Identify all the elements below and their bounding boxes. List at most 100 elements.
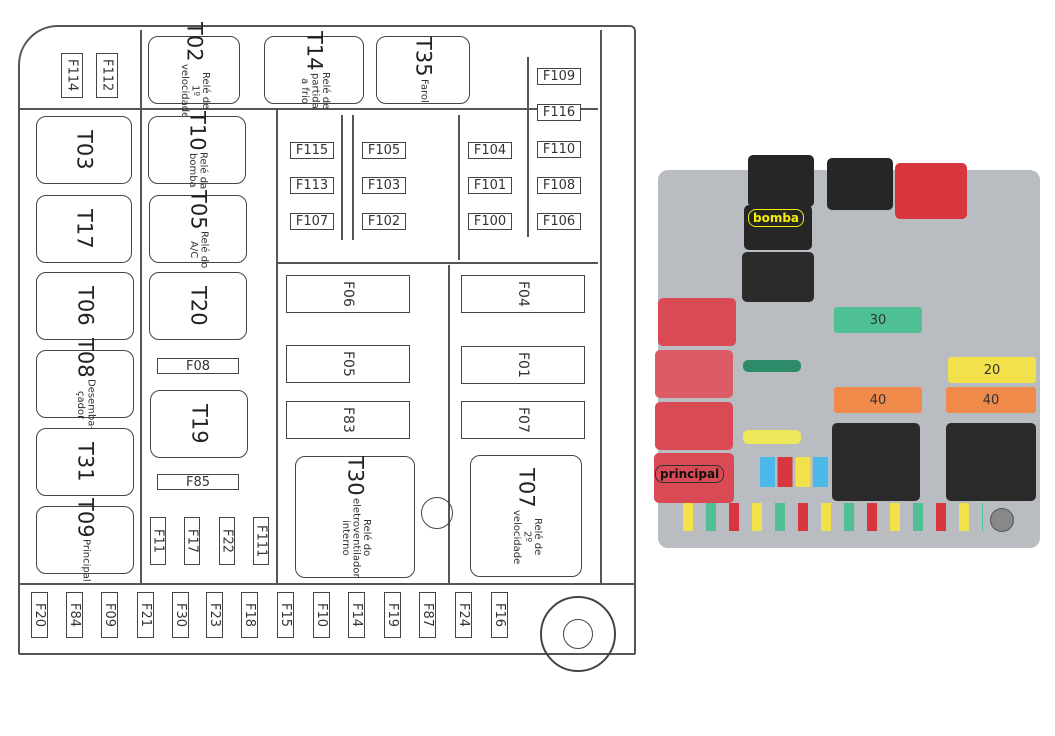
relay-id: T03	[72, 130, 97, 170]
fuse-f16: F16	[491, 592, 508, 638]
photo-mini-fuses	[760, 457, 828, 487]
relay-id: T06	[73, 286, 98, 326]
fuse-box-diagram-outline	[18, 25, 636, 655]
relay-id: T10	[185, 110, 210, 151]
fuse-f10: F10	[313, 592, 330, 638]
fuse-f101: F101	[468, 177, 512, 194]
fuse-f104: F104	[468, 142, 512, 159]
relay-id: T08	[73, 337, 98, 378]
relay-id: T20	[186, 286, 211, 326]
photo-bolt	[990, 508, 1014, 532]
photo-relay	[655, 350, 733, 398]
fuse-f83: F83	[286, 401, 410, 439]
fuse-f08: F08	[157, 358, 239, 374]
relay-id: T07	[514, 468, 539, 508]
photo-relay	[827, 158, 893, 210]
fuse-label: F05	[340, 351, 356, 377]
divider	[18, 108, 598, 110]
fuse-f17: F17	[184, 517, 200, 565]
fuse-f07: F07	[461, 401, 585, 439]
fuse-f112: F112	[96, 53, 118, 98]
relay-t03: T03	[36, 116, 132, 184]
fuse-label: F06	[340, 281, 356, 307]
fuse-f15: F15	[277, 592, 294, 638]
photo-relay	[895, 163, 967, 219]
divider	[352, 115, 354, 240]
relay-t31: T31	[36, 428, 134, 496]
mounting-bolt	[563, 619, 593, 649]
photo-relay	[658, 298, 736, 346]
relay-id: T19	[187, 404, 212, 444]
fuse-label: F07	[515, 407, 531, 433]
photo-maxi-fuse-20: 20	[948, 357, 1036, 383]
relay-t17: T17	[36, 195, 132, 263]
fuse-f103: F103	[362, 177, 406, 194]
fuse-f109: F109	[537, 68, 581, 85]
fuse-f105: F105	[362, 142, 406, 159]
fuse-f113: F113	[290, 177, 334, 194]
fuse-f87: F87	[419, 592, 436, 638]
photo-relay	[832, 423, 920, 501]
photo-maxi-fuse-30: 30	[834, 307, 922, 333]
photo-maxi-fuse-40: 40	[946, 387, 1036, 413]
relay-id: T35	[411, 37, 436, 77]
relay-id: T09	[73, 497, 98, 538]
fuse-f19: F19	[384, 592, 401, 638]
principal-label: principal	[655, 465, 725, 483]
relay-description: Relé do A/C	[188, 231, 210, 269]
relay-description: Desemba- çador	[75, 379, 97, 431]
relay-id: T05	[186, 189, 211, 230]
divider	[527, 57, 529, 237]
fuse-f21: F21	[137, 592, 154, 638]
relay-t19: T19	[150, 390, 248, 458]
fuse-f01: F01	[461, 346, 585, 384]
mounting-bolt-ring	[540, 596, 616, 672]
fuse-f06: F06	[286, 275, 410, 313]
photo-relay	[742, 252, 814, 302]
divider	[448, 265, 450, 585]
divider	[458, 115, 460, 260]
photo-relay	[748, 155, 814, 207]
fuse-f85: F85	[157, 474, 239, 490]
relay-id: T14	[302, 30, 327, 71]
fuse-f108: F108	[537, 177, 581, 194]
fuse-f18: F18	[241, 592, 258, 638]
divider	[18, 583, 636, 585]
fuse-f05: F05	[286, 345, 410, 383]
relay-id: T17	[72, 209, 97, 249]
fuse-label: F04	[515, 281, 531, 307]
fuse-f14: F14	[348, 592, 365, 638]
fuse-f84: F84	[66, 592, 83, 638]
photo-relay	[655, 402, 733, 450]
divider	[140, 30, 142, 585]
photo-maxi-fuse-40: 40	[834, 387, 922, 413]
fuse-f100: F100	[468, 213, 512, 230]
fuse-label: F83	[340, 407, 356, 433]
fuse-f102: F102	[362, 213, 406, 230]
relay-description: Farol	[418, 78, 430, 103]
fuse-f23: F23	[206, 592, 223, 638]
relay-description: Relé de partida a frio	[298, 72, 331, 110]
fuse-f107: F107	[290, 213, 334, 230]
fuse-f30: F30	[172, 592, 189, 638]
photo-fuse	[743, 430, 801, 444]
relay-id: T02	[182, 22, 207, 62]
relay-description: Relé de 2º velocidade	[510, 509, 543, 564]
fuse-f20: F20	[31, 592, 48, 638]
fuse-f24: F24	[455, 592, 472, 638]
divider	[276, 110, 278, 585]
fuse-label: F01	[515, 352, 531, 378]
fuse-f116: F116	[537, 104, 581, 121]
fuse-f110: F110	[537, 141, 581, 158]
relay-description: Principal	[80, 539, 92, 583]
fuse-f115: F115	[290, 142, 334, 159]
